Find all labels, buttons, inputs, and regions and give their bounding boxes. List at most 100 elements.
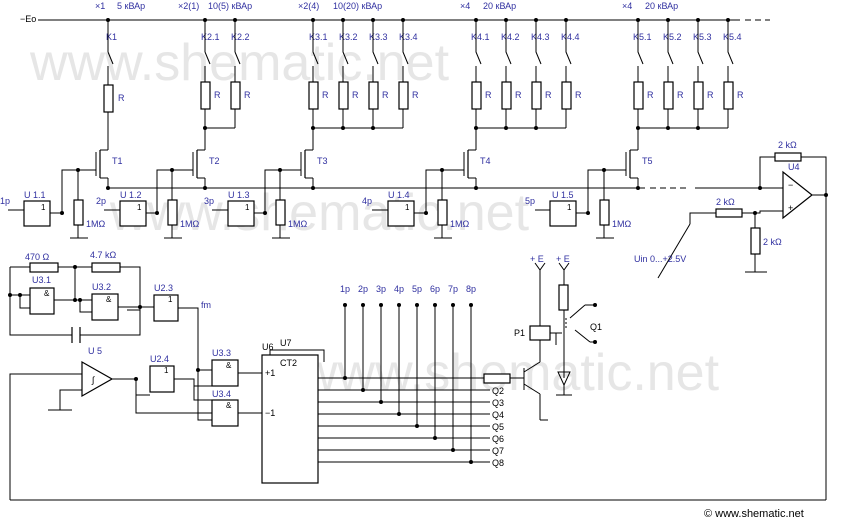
- transistor-t1-label: T1: [112, 156, 123, 166]
- comp-g5-symbol: &: [226, 361, 232, 370]
- group4-power: 20 кВАр: [483, 1, 516, 11]
- input-1p-label: 1p: [0, 196, 10, 206]
- out-q8: Q8: [492, 458, 504, 468]
- key-k52-label: K5.2: [663, 32, 682, 42]
- r-feedback-label: 2 kΩ: [778, 140, 797, 150]
- group2-switches: K2.1 K2.2 R R: [200, 18, 251, 150]
- transistor-t1: T1: [66, 149, 123, 188]
- input-3p-label: 3p: [204, 196, 214, 206]
- group1-mult: ×1: [95, 1, 105, 11]
- relay-coil: [529, 325, 551, 341]
- r-input: [715, 208, 743, 218]
- comp-g4-symbol: 1: [164, 366, 169, 375]
- r-ground-label: 2 kΩ: [763, 237, 782, 247]
- counter-sub: U7: [280, 338, 292, 348]
- r-input-label: 2 kΩ: [716, 197, 735, 207]
- thyristor-label: Q1: [590, 322, 602, 332]
- gen-g2-symbol: &: [106, 295, 112, 304]
- opamp-u4-label: U4: [788, 162, 800, 172]
- bus-1p-label: 1p: [340, 284, 350, 294]
- out-q4: Q4: [492, 410, 504, 420]
- out-q5: Q5: [492, 422, 504, 432]
- uin-label: Uin 0...+2.5V: [634, 254, 686, 264]
- resistor-r2a: [200, 81, 211, 110]
- key-k33-label: K3.3: [369, 32, 388, 42]
- resistor-r3b-label: R: [352, 90, 359, 100]
- resistor-r4a-label: R: [485, 90, 492, 100]
- bus-7p-label: 7p: [448, 284, 458, 294]
- counter-type: CT2: [280, 358, 297, 368]
- resistor-r5d-label: R: [737, 90, 744, 100]
- buffer-u11-symbol: 1: [41, 203, 46, 212]
- group4-mult: ×4: [460, 1, 470, 11]
- comparator-label: U 5: [88, 346, 102, 356]
- supply-label: −Eo: [20, 14, 36, 24]
- resistor-r3d-label: R: [412, 90, 419, 100]
- transistor-t4: T4: [430, 149, 491, 188]
- input-2p-label: 2p: [96, 196, 106, 206]
- buffer-u15-symbol: 1: [567, 203, 572, 212]
- buffer-u13-symbol: 1: [245, 203, 250, 212]
- key-k43-label: K4.3: [531, 32, 550, 42]
- group3-switches: K3.1 K3.2 K3.3 K3.4 R R R R: [308, 18, 419, 150]
- key-k34-label: K3.4: [399, 32, 418, 42]
- buffer-u13-label: U 1.3: [228, 190, 250, 200]
- gen-g3-symbol: 1: [168, 295, 173, 304]
- resistor-r4d: [561, 81, 572, 110]
- resistor-r5b: [663, 81, 674, 110]
- resistor-r3a: [308, 81, 319, 110]
- group1-power: 5 кВАр: [117, 1, 145, 11]
- comp-g6-symbol: &: [226, 401, 232, 410]
- transistor-t5-label: T5: [642, 156, 653, 166]
- key-k21-label: K2.1: [201, 32, 220, 42]
- resistor-r4b-label: R: [515, 90, 522, 100]
- gen-r1-label: 470 Ω: [25, 252, 50, 262]
- counter-box: [261, 354, 319, 484]
- transistor-t3: T3: [268, 149, 328, 188]
- gen-g3-label: U2.3: [154, 283, 173, 293]
- key-k32-label: K3.2: [339, 32, 358, 42]
- counter-u6: U6 U7 CT2 +1 −1: [261, 338, 325, 484]
- resistor-r4a: [471, 81, 482, 110]
- resistor-r3a-label: R: [322, 90, 329, 100]
- buffer-u15: 5p 1 U 1.5 1MΩ: [525, 168, 632, 239]
- buffer-u15-label: U 1.5: [552, 190, 574, 200]
- key-k54-label: K5.4: [723, 32, 742, 42]
- buffer-u11-label: U 1.1: [24, 190, 46, 200]
- bus-4p-label: 4p: [394, 284, 404, 294]
- bus-5p-label: 5p: [412, 284, 422, 294]
- group1-switches: K1 R: [103, 18, 125, 150]
- resistor-r3d: [398, 81, 409, 110]
- out-q7: Q7: [492, 446, 504, 456]
- buffer-u12-label: U 1.2: [120, 190, 142, 200]
- counter-plus: +1: [265, 368, 275, 378]
- counter-minus: −1: [265, 408, 275, 418]
- key-k41-label: K4.1: [471, 32, 490, 42]
- resistor-r5c: [693, 81, 704, 110]
- comparator-symbol: ∫: [91, 375, 96, 385]
- transistor-t4-label: T4: [480, 156, 491, 166]
- watermark-bottom: www.shematic.net: [299, 344, 720, 402]
- buffer-u13: 3p 1 U 1.3 1MΩ: [204, 168, 308, 239]
- relay-coil-label: P1: [514, 328, 525, 338]
- resistor-r4c: [531, 81, 542, 110]
- group5-power: 20 кВАр: [645, 1, 678, 11]
- group2-power: 10(5) кВАр: [208, 1, 252, 11]
- transistor-t5: T5: [592, 149, 653, 188]
- gen-g1-label: U3.1: [32, 275, 51, 285]
- r-ground: [750, 227, 761, 255]
- group2-mult: ×2(1): [178, 1, 199, 11]
- opamp-u4-plus: +: [788, 203, 793, 213]
- resistor-r4c-label: R: [545, 90, 552, 100]
- relay-driver: P1 + E + E Q1: [483, 254, 602, 421]
- buffer-u12: 2p 1 U 1.2 1MΩ: [96, 168, 200, 239]
- gate-res-5-label: 1MΩ: [612, 219, 632, 229]
- bus-3p-label: 3p: [376, 284, 386, 294]
- resistor-r3c: [368, 81, 379, 110]
- resistor-r5d: [723, 81, 734, 110]
- counter-name: U6: [262, 342, 274, 352]
- transistor-t2: T2: [160, 149, 220, 188]
- watermark-middle: www.shematic.net: [109, 184, 530, 242]
